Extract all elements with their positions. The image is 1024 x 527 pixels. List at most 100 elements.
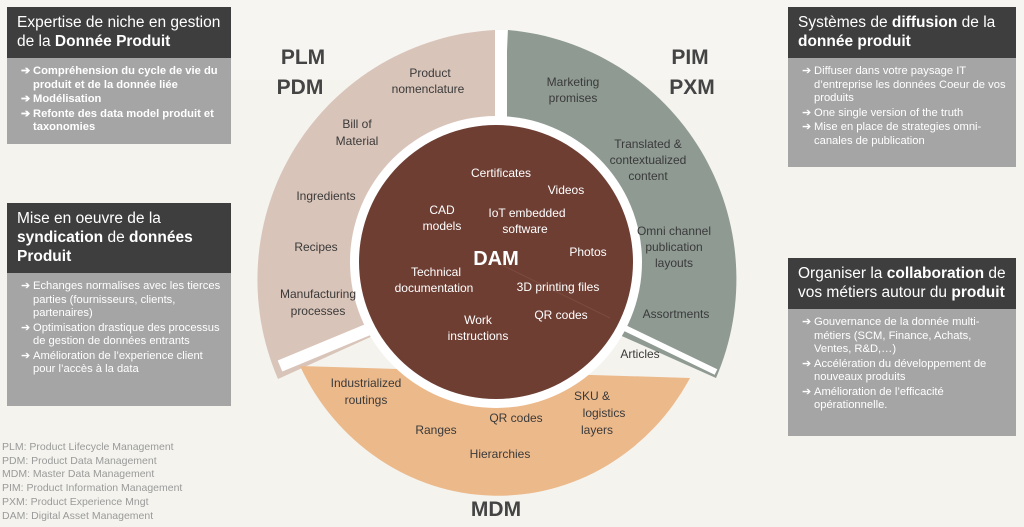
arrow-icon: ➔ (21, 321, 31, 334)
panel-diffusion-title: Systèmes de diffusion de la donnée produ… (788, 7, 1016, 58)
list-item: ➔Amélioration de l’efficacité opérationn… (802, 386, 1008, 413)
panel-collaboration-title-bold2: produit (951, 284, 1005, 301)
arrow-icon: ➔ (21, 93, 31, 105)
arrow-icon: ➔ (21, 280, 31, 292)
legend-line: MDM: Master Data Management (2, 468, 155, 481)
arrow-icon: ➔ (802, 65, 812, 77)
mdm-item-logistics: logistics (583, 406, 626, 420)
mdm-item-industrialized: Industrialized (331, 376, 402, 390)
panel-collaboration-title: Organiser la collaboration de vos métier… (788, 258, 1016, 309)
list-item: ➔Refonte des data model produit et taxon… (21, 108, 223, 135)
panel-collaboration: Organiser la collaboration de vos métier… (788, 258, 1016, 436)
dam-center-label: DAM (473, 248, 519, 270)
panel-syndication-title-bold2: données Produit (17, 229, 193, 265)
list-item: ➔Modélisation (21, 93, 223, 107)
plm-item-ingredients: Ingredients (296, 189, 355, 203)
list-item: ➔Optimisation drastique des processus de… (21, 322, 223, 349)
panel-syndication-title-bold: syndication (17, 229, 104, 246)
list-item: ➔Echanges normalises avec les tierces pa… (21, 280, 223, 321)
pim-item-content: content (628, 169, 668, 183)
dam-item-certificates: Certificates (471, 166, 531, 180)
panel-expertise-title: Expertise de niche en gestion de la Donn… (7, 7, 231, 58)
list-item: ➔One single version of the truth (802, 107, 1008, 121)
arrow-icon: ➔ (802, 385, 812, 398)
panel-syndication-title-text: Mise en oeuvre de la (17, 210, 161, 227)
panel-syndication-body: ➔Echanges normalises avec les tierces pa… (7, 273, 231, 406)
list-item-text: Refonte des data model produit et taxono… (33, 107, 214, 134)
mdm-item-layers: layers (581, 423, 613, 437)
legend-line: PLM: Product Lifecycle Management (2, 441, 174, 453)
list-item-text: Mise en place de strategies omni-canales… (814, 121, 982, 147)
pdm-title: PDM (277, 76, 324, 99)
mdm-item-sku: SKU & (574, 389, 610, 403)
panel-syndication: Mise en oeuvre de la syndication de donn… (7, 203, 231, 406)
list-item-text: Echanges normalises avec les tierces par… (33, 280, 221, 319)
list-item-text: Modélisation (33, 93, 102, 105)
mdm-title: MDM (471, 498, 521, 521)
list-item: ➔Mise en place de strategies omni-canale… (802, 121, 1008, 148)
panel-collaboration-title-text: Organiser la (798, 265, 887, 282)
pim-item-contextualized: contextualized (610, 153, 687, 167)
list-item-text: Accélération du développement de nouveau… (814, 357, 987, 384)
list-item-text: Diffuser dans votre paysage IT d’entrepr… (814, 65, 1006, 104)
pim-item-publication: publication (645, 240, 702, 254)
arrow-icon: ➔ (802, 316, 812, 328)
arrow-icon: ➔ (21, 349, 31, 362)
mdm-item-ranges: Ranges (415, 423, 456, 437)
legend-line: PDM: Product Data Management (2, 454, 157, 467)
mdm-item-routings: routings (345, 393, 388, 407)
panel-expertise: Expertise de niche en gestion de la Donn… (7, 7, 231, 144)
mdm-item-hierarchies: Hierarchies (470, 447, 531, 461)
pim-item-promises: promises (549, 91, 598, 105)
panel-diffusion-title-bold2: donnée produit (798, 33, 911, 50)
panel-collaboration-title-bold: collaboration (886, 265, 985, 282)
list-item-text: Compréhension du cycle de vie du produit… (33, 65, 218, 91)
plm-item-material: Material (336, 134, 379, 148)
panel-expertise-title-bold: Donnée Produit (54, 33, 171, 50)
panel-diffusion-title-mid: de la (957, 14, 996, 31)
pim-item-translated: Translated & (614, 137, 682, 151)
arrow-icon: ➔ (802, 106, 812, 119)
dam-item-iot2: software (502, 222, 548, 236)
arrow-icon: ➔ (802, 121, 812, 133)
dam-item-cad: CAD (429, 203, 455, 217)
panel-diffusion-title-text: Systèmes de (798, 14, 892, 31)
plm-item-bill: Bill of (342, 117, 372, 131)
panel-syndication-title: Mise en oeuvre de la syndication de donn… (7, 203, 231, 273)
pim-item-articles: Articles (620, 347, 659, 361)
list-item-text: Gouvernance de la donnée multi-métiers (… (814, 316, 980, 355)
plm-item-nomenclature: nomenclature (392, 82, 465, 96)
legend-line: DAM: Digital Asset Management (2, 509, 154, 522)
dam-wedge-line (495, 261, 611, 319)
panel-collaboration-title-mid: de vos métiers autour du (798, 265, 1006, 301)
panel-diffusion-title-bold: diffusion (891, 14, 958, 31)
pim-item-omni: Omni channel (637, 224, 711, 238)
panel-syndication-title-mid: de (103, 229, 129, 246)
list-item-text: Amélioration de l’efficacité opérationne… (814, 385, 944, 412)
pim-title: PIM (671, 46, 708, 69)
dam-item-iot1: IoT embedded (488, 206, 565, 220)
dam-item-documentation: documentation (395, 281, 474, 295)
list-item: ➔Accélération du développement de nouvea… (802, 358, 1008, 385)
pxm-title: PXM (669, 76, 715, 99)
dam-item-qr: QR codes (534, 308, 587, 322)
plm-item-processes: processes (291, 304, 346, 318)
dam-item-models: models (423, 219, 462, 233)
plm-item-recipes: Recipes (294, 240, 337, 254)
list-item: ➔Gouvernance de la donnée multi-métiers … (802, 316, 1008, 357)
legend-line: PXM: Product Experience Mngt (2, 495, 149, 508)
arrow-icon: ➔ (802, 357, 812, 370)
plm-item-manufacturing: Manufacturing (280, 287, 356, 301)
pim-item-assortments: Assortments (643, 307, 710, 321)
mdm-item-qr: QR codes (489, 411, 542, 425)
list-item-text: One single version of the truth (814, 106, 964, 119)
plm-item-product: Product (409, 66, 451, 80)
list-item: ➔Amélioration de l’experience client pou… (21, 350, 223, 377)
panel-expertise-title-text: Expertise de niche en gestion de la (17, 14, 221, 50)
plm-title: PLM (281, 46, 325, 69)
list-item-text: Optimisation drastique des processus de … (33, 321, 220, 348)
panel-collaboration-body: ➔Gouvernance de la donnée multi-métiers … (788, 309, 1016, 436)
arrow-icon: ➔ (21, 107, 31, 120)
dam-item-technical: Technical (411, 265, 461, 279)
list-item: ➔Diffuser dans votre paysage IT d’entrep… (802, 65, 1008, 106)
